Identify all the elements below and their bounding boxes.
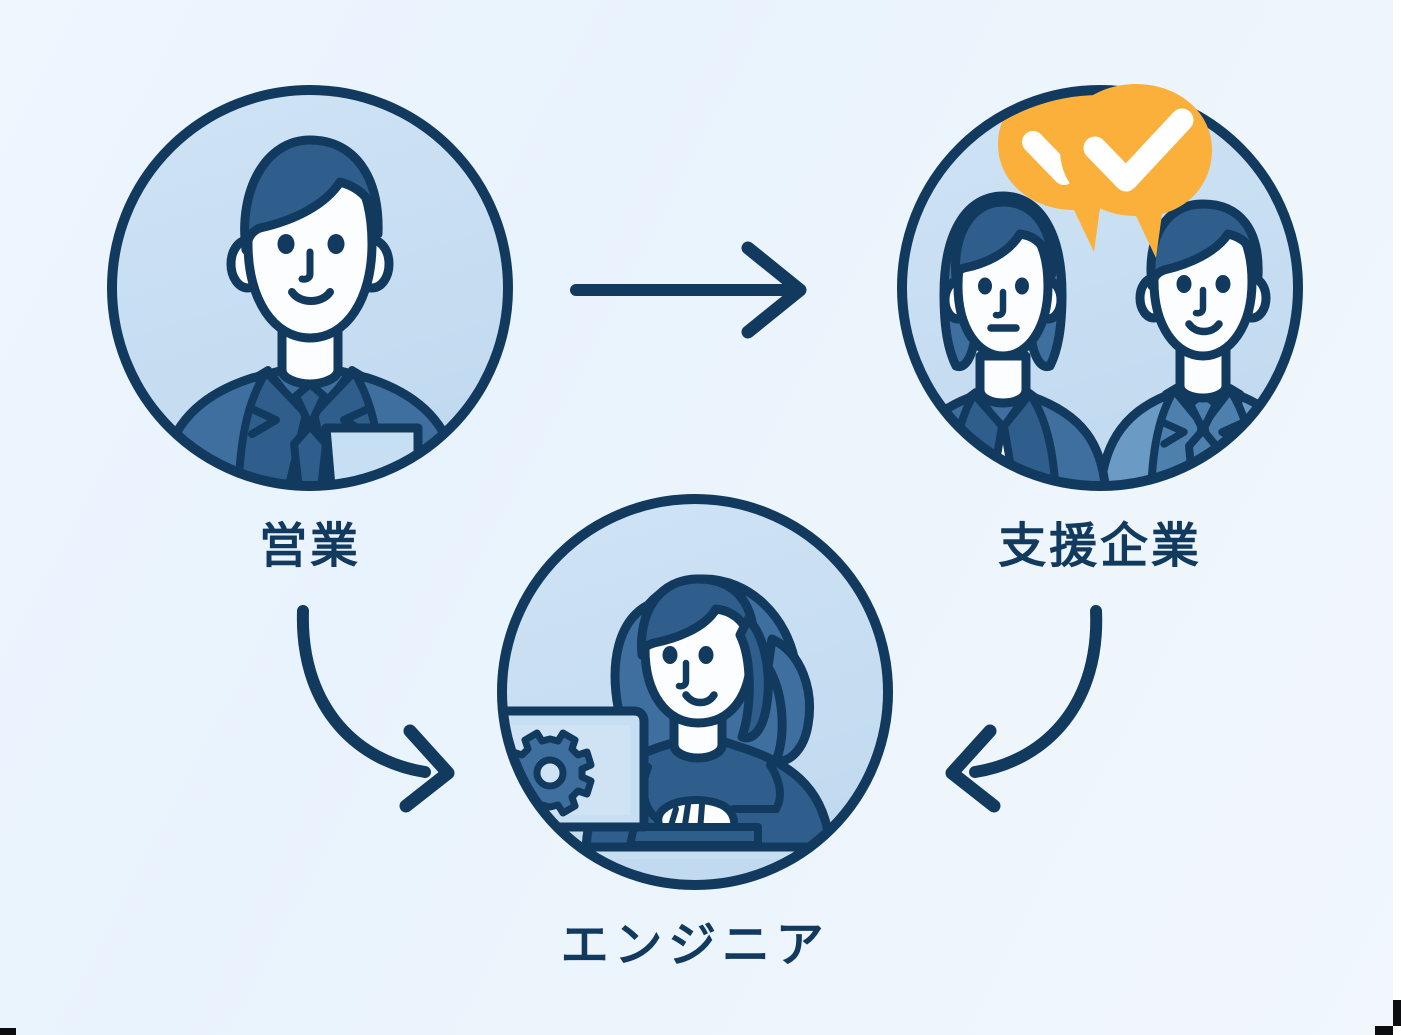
support-company-avatar-icon xyxy=(890,78,1310,498)
bottom-right-corner-mark xyxy=(1375,1026,1393,1035)
right-edge-strip xyxy=(1393,0,1401,1035)
node-engineer-label: エンジニア xyxy=(560,917,830,973)
node-engineer[interactable]: エンジニア xyxy=(490,487,900,973)
engineer-avatar-icon xyxy=(490,487,900,897)
node-support-company[interactable]: 支援企業 xyxy=(890,78,1310,574)
node-support-company-label: 支援企業 xyxy=(998,518,1202,574)
node-sales[interactable]: 営業 xyxy=(100,78,520,574)
bottom-left-corner-mark xyxy=(0,1028,16,1035)
node-sales-label: 営業 xyxy=(259,518,361,574)
sales-avatar-icon xyxy=(100,78,520,498)
bottom-right-edge-mark xyxy=(1393,1000,1401,1026)
